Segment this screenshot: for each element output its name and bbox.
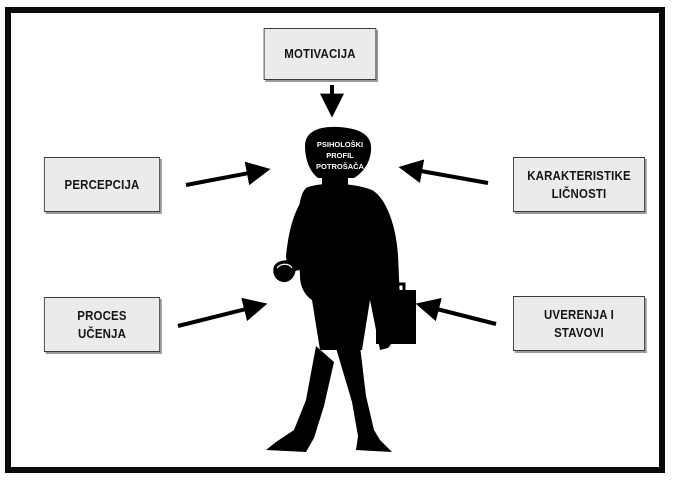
arrow-learning — [177, 297, 268, 328]
box-learning-label: PROCES UČENJA — [77, 307, 127, 341]
briefcase-icon — [376, 282, 416, 344]
hand-outline — [276, 263, 293, 269]
box-motivation-label: MOTIVACIJA — [284, 46, 356, 62]
center-label-line-1: PSIHOLOŠKI — [317, 140, 363, 149]
box-personality-label: KARAKTERISTIKE LIČNOSTI — [527, 167, 631, 201]
consumer-silhouette — [266, 126, 400, 452]
center-label-line-2: PROFIL — [326, 151, 354, 160]
box-beliefs: UVERENJA I STAVOVI — [513, 296, 645, 351]
box-motivation: MOTIVACIJA — [263, 28, 377, 80]
arrow-personality — [398, 159, 489, 185]
arrow-beliefs — [415, 297, 497, 326]
box-perception-label: PERCEPCIJA — [64, 176, 140, 192]
box-perception: PERCEPCIJA — [43, 157, 161, 212]
box-learning: PROCES UČENJA — [43, 297, 161, 352]
box-personality: KARAKTERISTIKE LIČNOSTI — [513, 157, 645, 212]
arrow-perception — [185, 161, 271, 187]
center-label-line-3: POTROŠAČA — [316, 162, 365, 171]
box-beliefs-label: UVERENJA I STAVOVI — [543, 306, 614, 340]
